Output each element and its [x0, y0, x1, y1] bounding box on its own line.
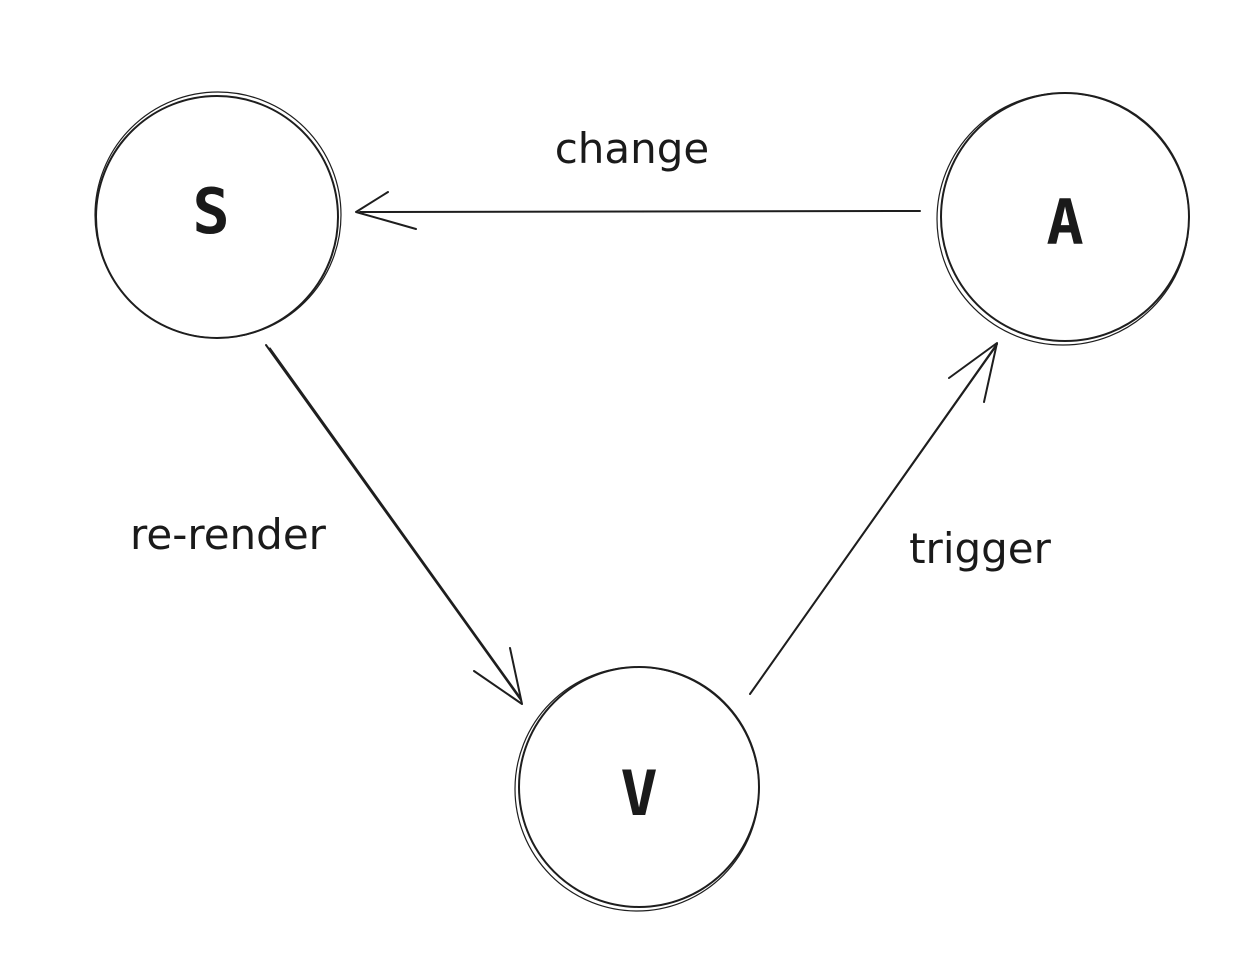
node-a-circle-sketch: [936, 92, 1190, 346]
edge-change-label: change: [555, 124, 710, 173]
node-s-label: S: [192, 175, 229, 248]
edge-rerender-line: [265, 344, 522, 701]
node-a: A: [936, 92, 1190, 346]
edge-rerender: re-render: [130, 344, 523, 705]
node-v: V: [514, 666, 760, 912]
edge-change: change: [355, 124, 921, 230]
node-v-label: V: [620, 757, 657, 830]
node-v-circle-sketch: [514, 666, 760, 912]
edge-rerender-label: re-render: [130, 510, 327, 559]
edge-trigger-arrowhead: [948, 342, 998, 403]
edge-trigger-label: trigger: [909, 524, 1052, 573]
edge-change-line: [359, 210, 921, 213]
edge-rerender-line-sketch: [269, 347, 521, 698]
edge-rerender-arrowhead: [473, 647, 523, 705]
node-s-circle-sketch: [94, 91, 342, 339]
edge-change-arrowhead: [355, 191, 417, 230]
edge-trigger: trigger: [749, 342, 1052, 695]
node-s: S: [94, 91, 342, 339]
edge-trigger-line-sketch: [752, 347, 996, 691]
node-a-label: A: [1046, 186, 1083, 259]
